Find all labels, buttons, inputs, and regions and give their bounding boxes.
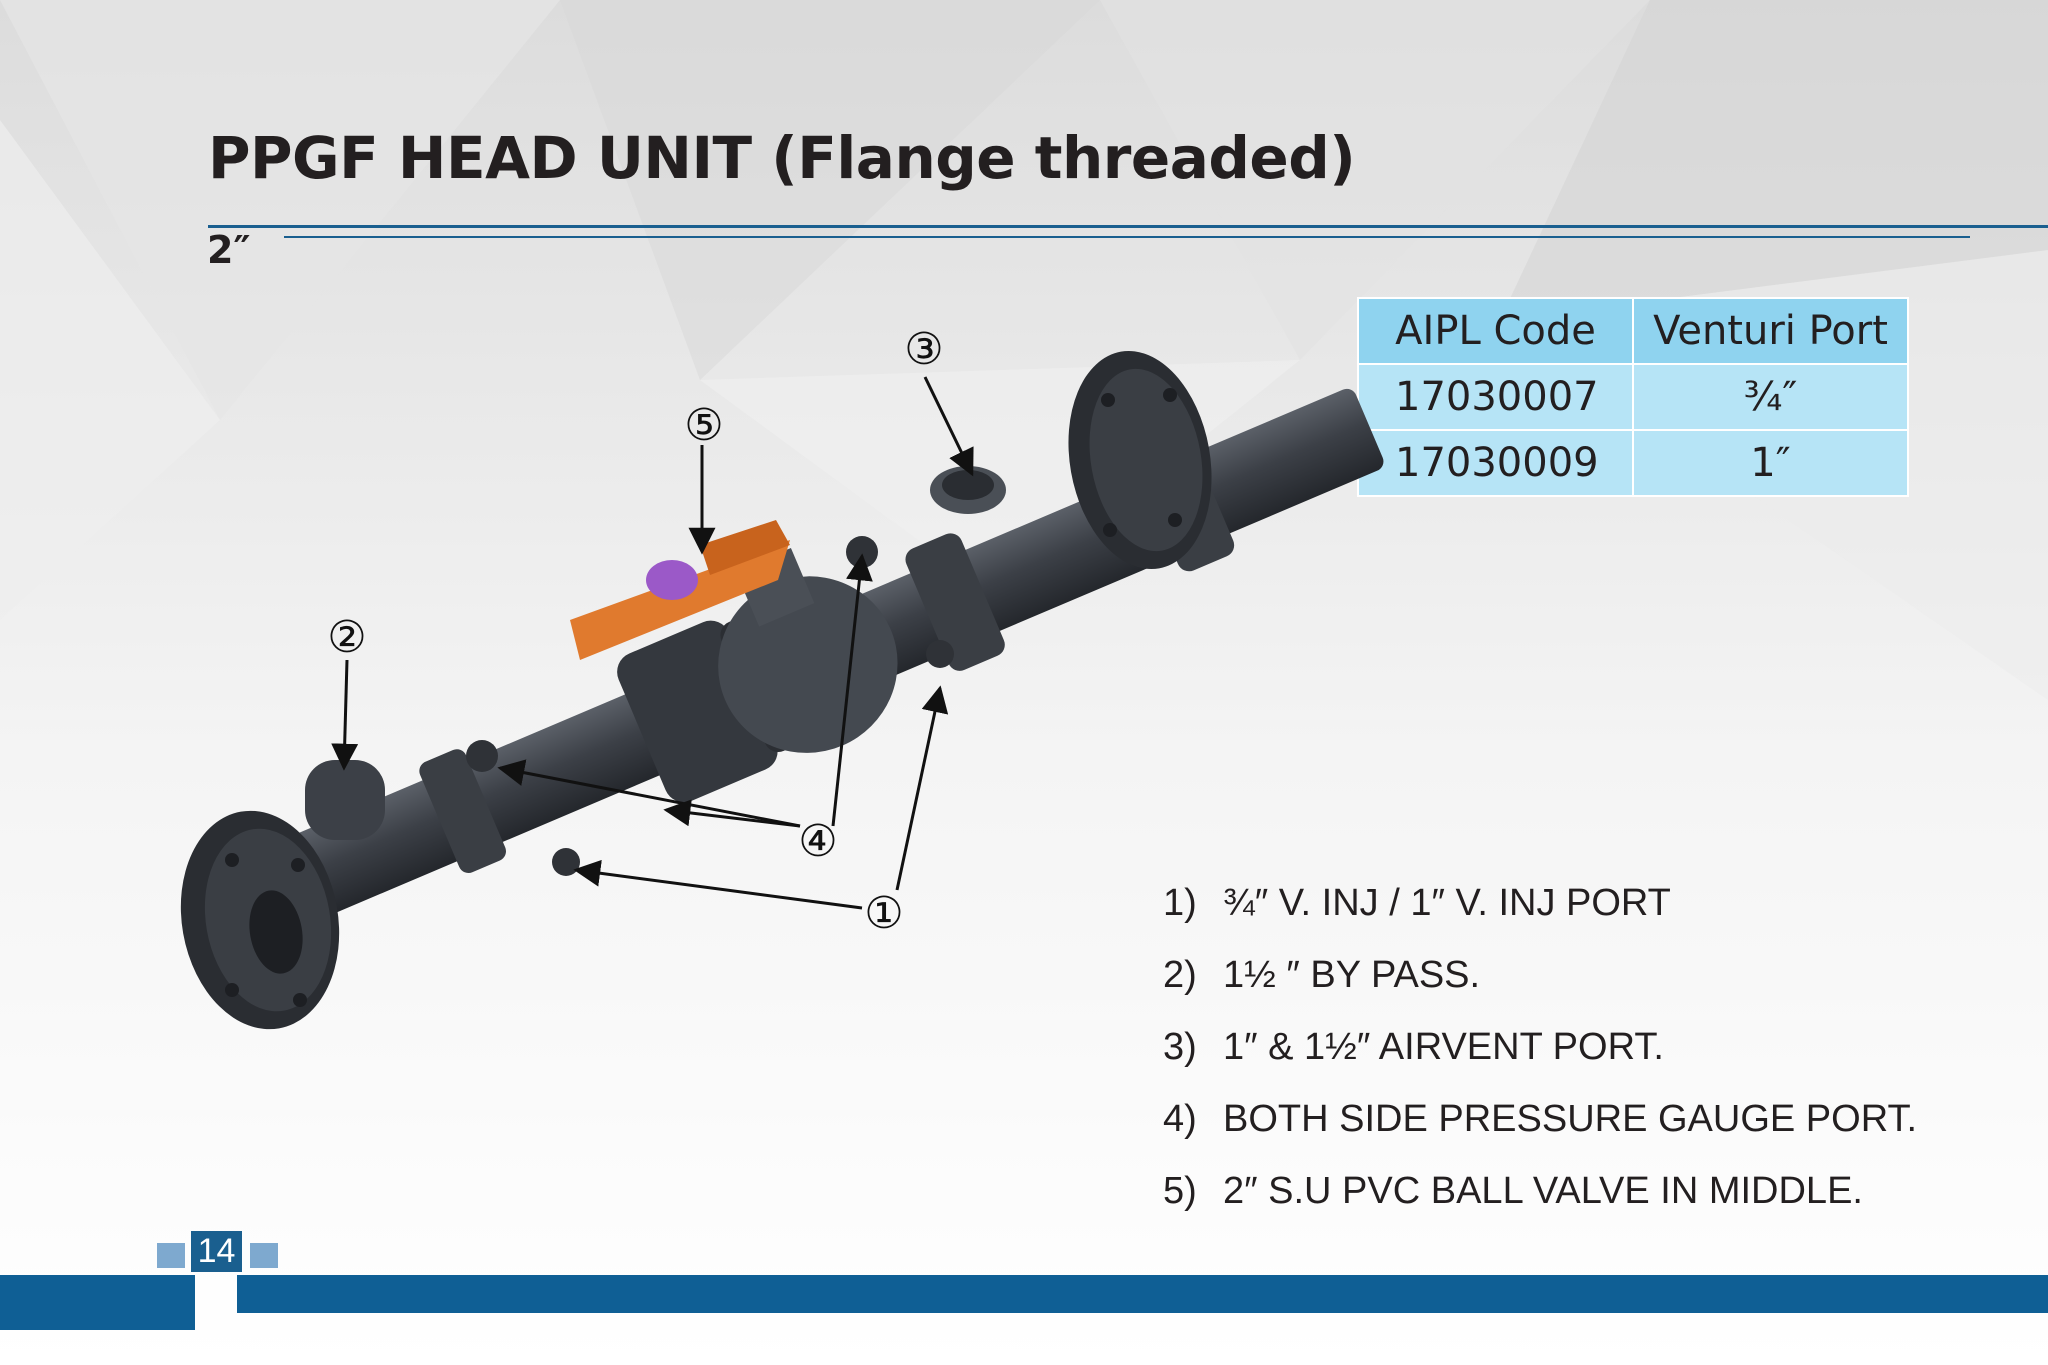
size-label: 2″ — [207, 228, 251, 272]
header-aipl-code: AIPL Code — [1357, 297, 1634, 365]
page-number-left-square — [157, 1243, 185, 1268]
left-flange — [180, 810, 340, 1030]
gauge-port-left — [466, 740, 498, 772]
product-code-table: AIPL Code Venturi Port 17030007 ¾″ 17030… — [1357, 297, 1909, 497]
list-item-number: 3) — [1163, 1026, 1197, 1068]
right-flange — [1068, 350, 1212, 570]
title-rule — [208, 225, 2048, 228]
list-item: 5) 2″ S.U PVC BALL VALVE IN MIDDLE. — [1163, 1163, 1917, 1235]
table-header-row: AIPL Code Venturi Port — [1357, 297, 1909, 365]
subtitle-rule — [284, 236, 1970, 238]
list-item: 2) 1½ ″ BY PASS. — [1163, 947, 1917, 1019]
callout-2: ② — [327, 612, 366, 663]
list-item-text: BOTH SIDE PRESSURE GAUGE PORT. — [1223, 1098, 1918, 1140]
callout-leaders — [331, 376, 974, 910]
cell-port: 1″ — [1632, 429, 1909, 497]
table-row: 17030007 ¾″ — [1357, 363, 1909, 431]
list-item-number: 1) — [1163, 882, 1197, 924]
callout-4: ④ — [798, 816, 837, 867]
feature-list: 1) ¾″ V. INJ / 1″ V. INJ PORT 2) 1½ ″ BY P… — [1163, 875, 1917, 1235]
bypass-port — [305, 760, 385, 840]
cell-port: ¾″ — [1632, 363, 1909, 431]
handle-cap — [646, 560, 698, 600]
list-item-text: 1″ & 1½″ AIRVENT PORT. — [1223, 1026, 1664, 1068]
list-item-number: 4) — [1163, 1098, 1197, 1140]
valve-handle — [570, 520, 790, 660]
callout-3: ③ — [904, 324, 943, 375]
list-item-text: 2″ S.U PVC BALL VALVE IN MIDDLE. — [1223, 1170, 1863, 1212]
list-item-text: 1½ ″ BY PASS. — [1223, 954, 1481, 996]
page-number-right-square — [250, 1243, 278, 1268]
table-row: 17030009 1″ — [1357, 429, 1909, 497]
list-item: 1) ¾″ V. INJ / 1″ V. INJ PORT — [1163, 875, 1917, 947]
cell-code: 17030009 — [1357, 429, 1634, 497]
cell-code: 17030007 — [1357, 363, 1634, 431]
airvent-port — [930, 466, 1006, 514]
list-item-number: 2) — [1163, 954, 1197, 996]
list-item-text: ¾″ V. INJ / 1″ V. INJ PORT — [1223, 882, 1671, 924]
list-item: 4) BOTH SIDE PRESSURE GAUGE PORT. — [1163, 1091, 1917, 1163]
page-number: 14 — [191, 1231, 242, 1272]
callout-1: ① — [864, 888, 903, 939]
injection-port-right — [926, 640, 954, 668]
list-item: 3) 1″ & 1½″ AIRVENT PORT. — [1163, 1019, 1917, 1091]
footer-bar-right — [237, 1275, 2048, 1313]
list-item-number: 5) — [1163, 1170, 1197, 1212]
injection-port-left — [552, 848, 580, 876]
footer-bar-left — [0, 1275, 195, 1330]
callout-5: ⑤ — [684, 400, 723, 451]
page-title: PPGF HEAD UNIT (Flange threaded) — [208, 124, 1356, 192]
header-venturi-port: Venturi Port — [1632, 297, 1909, 365]
